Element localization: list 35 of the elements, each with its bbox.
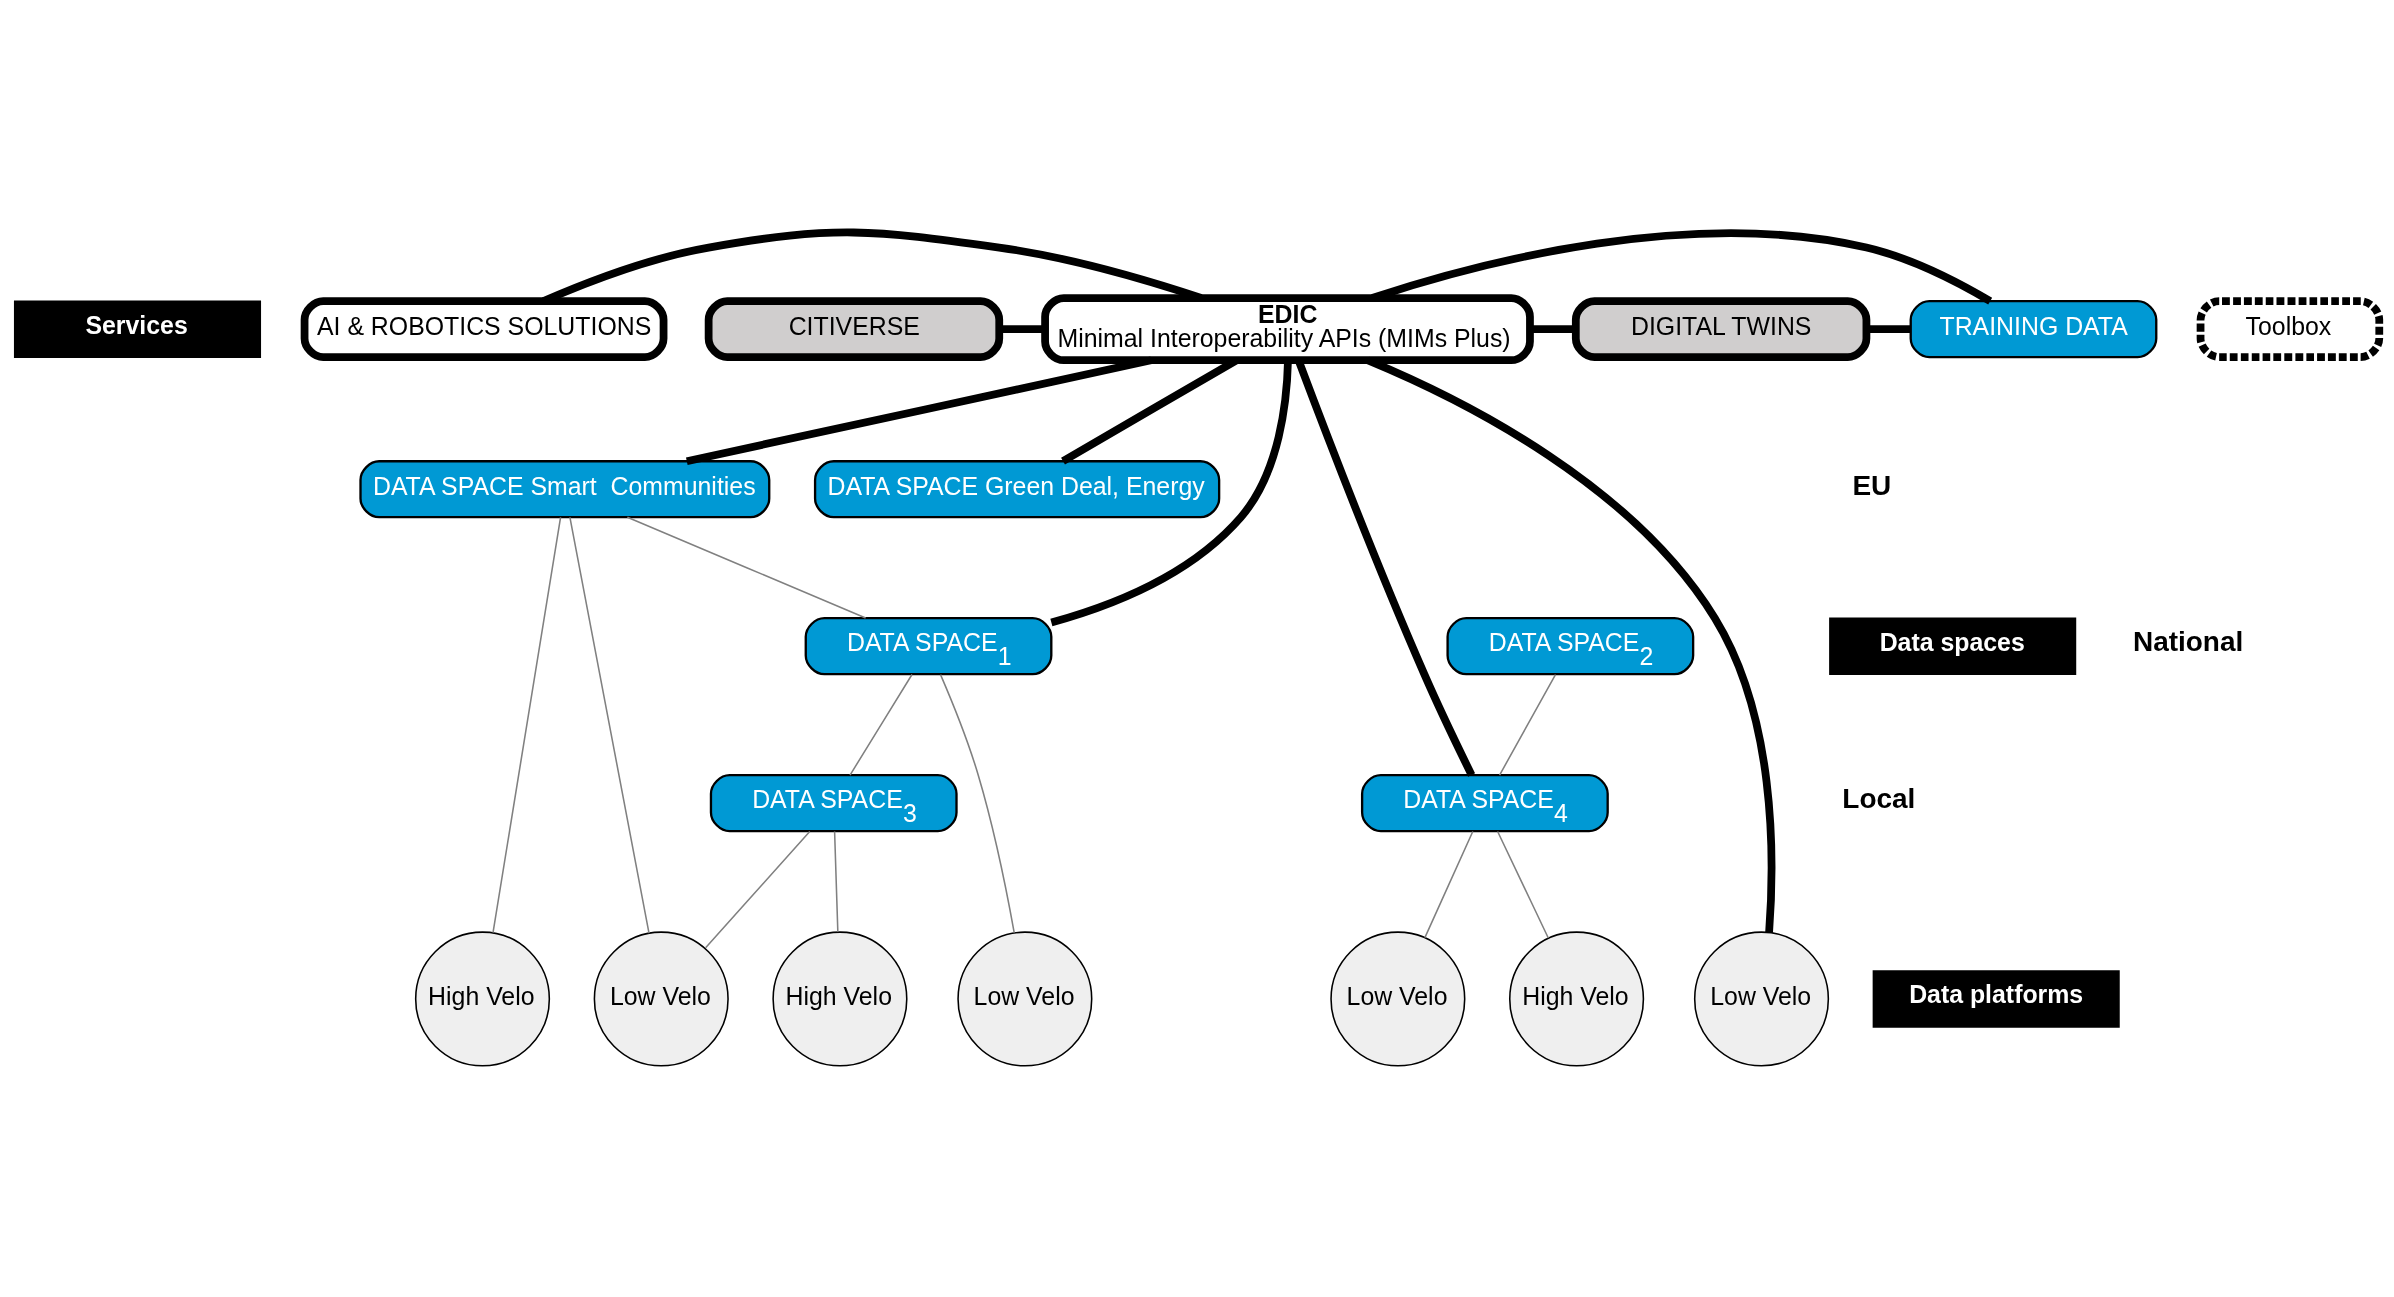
node-box: Toolbox: [2196, 296, 2384, 361]
node-circle: High Velo: [772, 930, 908, 1067]
node-circle: High Velo: [1509, 930, 1645, 1067]
node-box: Data spaces: [1829, 616, 2077, 675]
label: National: [2132, 625, 2244, 657]
node-circle: Low Velo: [593, 930, 729, 1067]
connector: [1498, 673, 1557, 776]
connector: [626, 515, 867, 619]
node-box: EDIC Minimal Interoperability APIs (MIMs Plus): [1041, 293, 1534, 364]
connector: [686, 356, 1152, 465]
connector: [1424, 830, 1474, 938]
connector: [849, 673, 913, 776]
node-box: DATA SPACE Green Deal, Energy: [813, 459, 1221, 518]
connector: [999, 324, 1045, 333]
node-box: Data platforms: [1872, 969, 2120, 1028]
node-box: TRAINING DATA: [1909, 299, 2158, 358]
node-circle: Low Velo: [1330, 930, 1466, 1067]
connector: [1496, 830, 1550, 939]
connector: [1366, 356, 1776, 933]
node-box: DIGITAL TWINS: [1571, 296, 1871, 361]
connector: [569, 516, 650, 934]
node-circle: Low Velo: [1693, 930, 1830, 1067]
node-circle: High Velo: [414, 930, 551, 1067]
node-box: CITIVERSE: [704, 296, 1004, 361]
node-box: Services: [13, 299, 262, 358]
node-box: AI & ROBOTICS SOLUTIONS: [300, 296, 668, 361]
connector: [939, 673, 1015, 933]
connector: [704, 830, 811, 949]
connector: [492, 516, 562, 933]
node-box: DATA SPACE Smart Communities: [359, 459, 771, 518]
connector: [1371, 228, 1993, 304]
node-circle: Low Velo: [957, 930, 1093, 1067]
connector: [833, 830, 839, 933]
label: Local: [1842, 782, 1916, 814]
label: EU: [1852, 469, 1892, 500]
